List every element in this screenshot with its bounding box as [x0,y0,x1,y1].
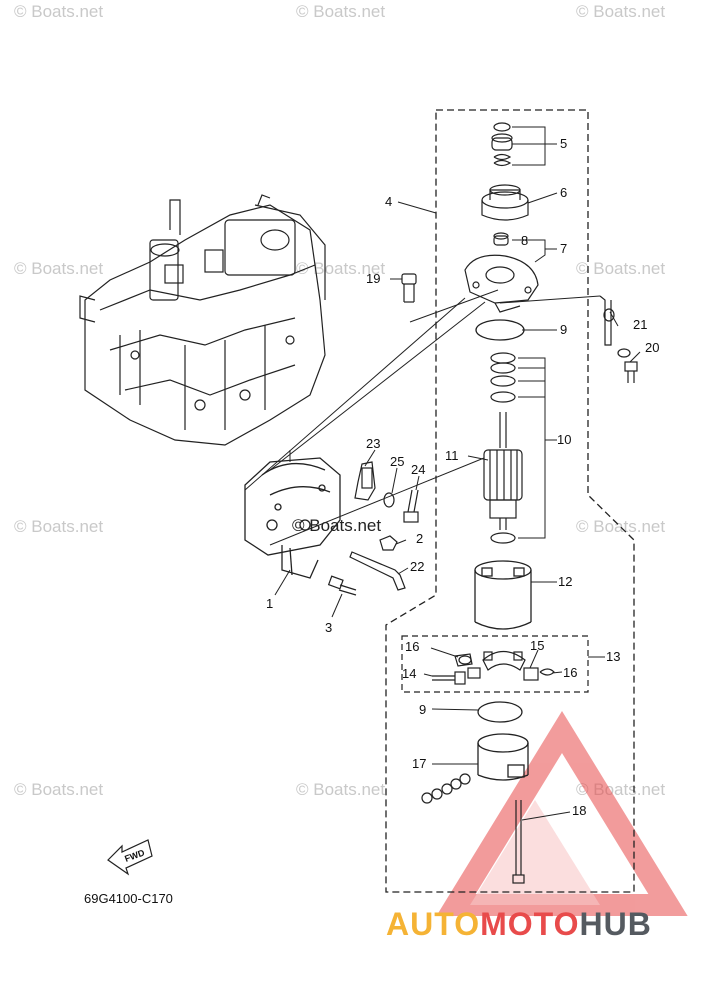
plate-23 [354,461,376,501]
callout-18: 18 [572,803,586,818]
brand-part-auto: AUTO [386,906,481,942]
o-ring-9-lower [477,701,523,723]
watermark: © Boats.net [296,259,386,278]
callout-21: 21 [633,317,647,332]
screw-24 [403,489,419,523]
callout-17: 17 [412,756,426,771]
callout-15: 15 [530,638,544,653]
brand-part-moto: MOTO [480,906,580,942]
bolt-3 [327,575,357,596]
brand-logo: AUTOMOTOHUB [386,906,652,943]
callout-14: 14 [402,666,416,681]
armature-11 [483,412,523,530]
wire-21 [599,295,631,358]
callout-1: 1 [266,596,273,611]
callout-23: 23 [366,436,380,451]
callout-5: 5 [560,136,567,151]
bush-8 [493,232,509,246]
fwd-arrow-icon: FWD [107,839,153,876]
end-cover-17 [477,733,529,781]
watermark: © Boats.net [14,259,104,278]
callout-13: 13 [606,649,620,664]
watermark: © Boats.net [14,2,104,21]
callout-9b: 9 [419,702,426,717]
stopper-set-5 [491,122,513,167]
callout-2: 2 [416,531,423,546]
diagram-code: 69G4100-C170 [84,891,173,906]
watermark: © Boats.net [576,259,666,278]
watermark: © Boats.net [576,2,666,21]
callout-7: 7 [560,241,567,256]
leader-lines [244,126,641,821]
callout-6: 6 [560,185,567,200]
washer-row [421,773,471,804]
callout-9: 9 [560,322,567,337]
callout-20: 20 [645,340,659,355]
callout-labels: 1 2 3 4 5 6 7 8 9 10 11 12 13 14 15 16 1… [266,136,659,818]
callout-24: 24 [411,462,425,477]
engine-block [79,194,326,446]
watermark: © Boats.net [14,780,104,799]
callout-16b: 16 [563,665,577,680]
o-ring-9 [475,319,525,341]
brush-holder-parts [432,650,555,685]
callout-12: 12 [558,574,572,589]
callout-25: 25 [390,454,404,469]
through-bolt-18 [512,800,525,884]
cable-tie-22 [349,551,406,591]
washer-25 [383,492,395,508]
callout-22: 22 [410,559,424,574]
watermark: © Boats.net [14,517,104,536]
assembly-boundary [385,109,635,893]
bolt-19 [401,273,417,303]
callout-10: 10 [557,432,571,447]
callout-16: 16 [405,639,419,654]
nut-2 [379,535,398,551]
end-bracket-7 [464,254,539,313]
washer-set-10 [490,352,516,544]
watermark: © Boats.net [296,780,386,799]
watermark: © Boats.net [296,2,386,21]
callout-4: 4 [385,194,392,209]
yoke-12 [474,560,532,630]
brand-logo-mark [436,710,688,916]
brush-holder-group-box [401,635,589,693]
callout-3: 3 [325,620,332,635]
brand-part-hub: HUB [579,906,652,942]
callout-19: 19 [366,271,380,286]
watermark: © Boats.net [576,517,666,536]
callout-11: 11 [445,448,459,463]
starter-bracket [244,457,341,579]
pinion-6 [481,184,529,221]
bolt-20 [624,361,638,383]
callout-8: 8 [521,233,528,248]
center-watermark: © Boats.net [292,516,382,535]
